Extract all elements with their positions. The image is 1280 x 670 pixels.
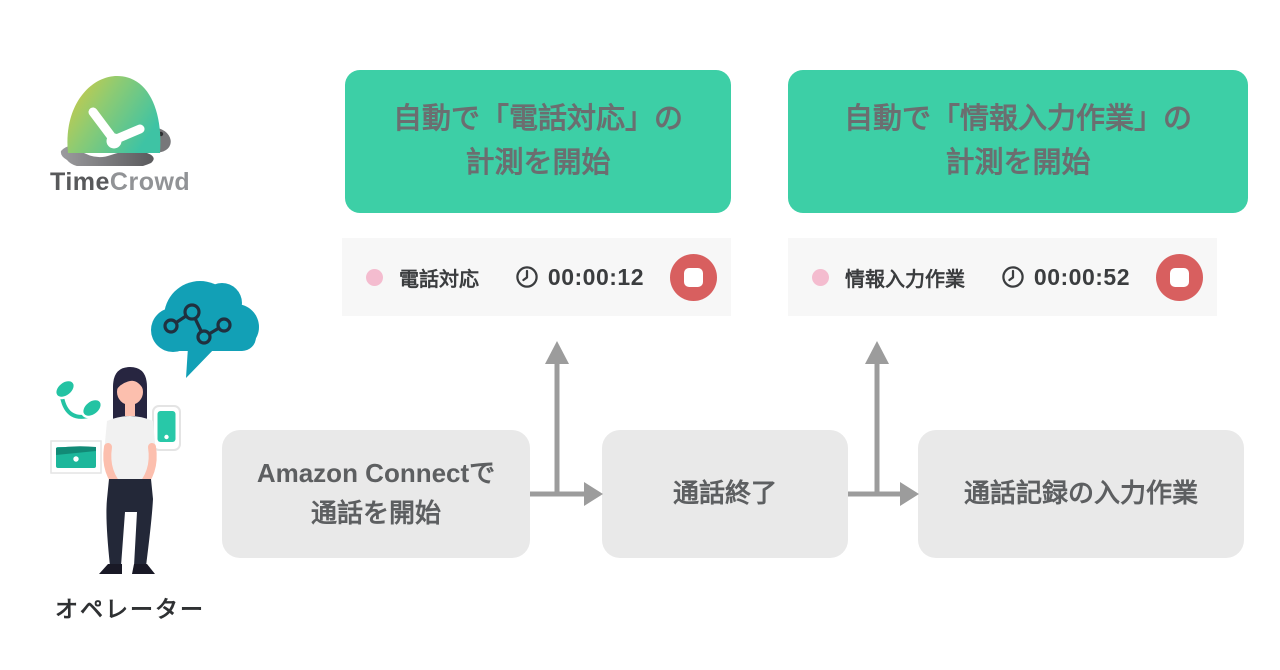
- timecrowd-turtle-icon: [60, 76, 171, 166]
- step-line: 通話を開始: [310, 498, 441, 528]
- banner-phone-task-start: 自動で「電話対応」の 計測を開始: [345, 70, 731, 213]
- banner-line: 自動で「情報入力作業」の: [843, 103, 1192, 136]
- arrowhead-b-to-c: [900, 482, 919, 506]
- banner-line: 計測を開始: [465, 147, 611, 179]
- shirt: [104, 416, 156, 486]
- clock-pivot: [106, 133, 122, 149]
- brand-name: TimeCrowd: [50, 168, 190, 197]
- stop-button[interactable]: [670, 253, 717, 301]
- elapsed-time: 00:00:52: [1033, 263, 1130, 290]
- operator-illustration: [50, 281, 259, 574]
- task-name: 電話対応: [399, 268, 479, 291]
- network-graph-icon: [163, 303, 232, 345]
- task-dot-icon: [812, 268, 829, 286]
- wallet-icon: [50, 440, 102, 474]
- arrowhead-a-to-b: [584, 482, 603, 506]
- stop-button[interactable]: [1156, 253, 1203, 301]
- stop-icon: [1170, 267, 1189, 287]
- task-dot-icon: [366, 268, 383, 286]
- neck: [125, 401, 135, 416]
- arrowhead-up-timer2: [865, 341, 889, 364]
- elapsed-time: 00:00:12: [547, 263, 644, 290]
- clock-icon: [1001, 265, 1025, 289]
- banner-entry-task-start: 自動で「情報入力作業」の 計測を開始: [788, 70, 1248, 213]
- brand-time: Time: [50, 168, 110, 196]
- timer-widget-entry: 情報入力作業 00:00:52: [788, 238, 1217, 316]
- step-line: 通話終了: [672, 478, 777, 509]
- flow-step-call-record-entry: 通話記録の入力作業: [918, 430, 1244, 558]
- right-shoe: [132, 564, 155, 574]
- smartphone-icon: [152, 405, 181, 451]
- pants: [106, 479, 153, 566]
- left-shoe: [99, 564, 122, 574]
- speech-cloud-icon: [151, 281, 259, 378]
- banner-line: 計測を開始: [945, 147, 1091, 179]
- phone-handset-icon: [53, 378, 104, 422]
- timer-widget-phone: 電話対応 00:00:12: [342, 238, 731, 316]
- clock-icon: [515, 265, 539, 289]
- operator-person: [99, 367, 157, 574]
- flow-step-amazon-connect-call: Amazon Connectで 通話を開始: [222, 430, 530, 558]
- step-line: 通話記録の入力作業: [963, 478, 1198, 509]
- banner-line: 自動で「電話対応」の: [392, 103, 683, 136]
- step-line: Amazon Connectで: [256, 458, 496, 489]
- flow-step-call-end: 通話終了: [602, 430, 848, 558]
- stop-icon: [684, 267, 703, 287]
- arrowhead-up-timer1: [545, 341, 569, 364]
- bangs: [114, 369, 146, 392]
- task-name: 情報入力作業: [845, 268, 965, 291]
- face: [117, 379, 143, 405]
- timecrowd-logo: TimeCrowd: [50, 64, 190, 197]
- operator-label: オペレーター: [55, 596, 205, 622]
- brand-crowd: Crowd: [109, 168, 191, 196]
